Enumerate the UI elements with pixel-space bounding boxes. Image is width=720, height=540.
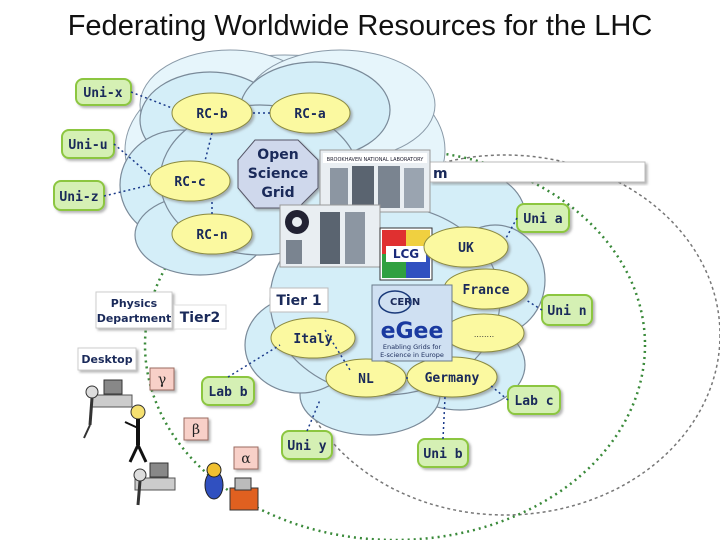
uni-x-label: Uni-x: [83, 86, 122, 101]
outer-ring-right: [289, 154, 720, 516]
node-rc-n-label: RC-n: [196, 228, 227, 243]
physics-label-line1: Physics: [111, 297, 158, 310]
greek-boxes: γ β α: [149, 367, 259, 470]
physics-label-line2: Department: [97, 312, 172, 325]
user-cartoon-bottom: [133, 462, 176, 506]
node-france-label: France: [463, 283, 510, 298]
fermilab-server-image: [279, 204, 381, 268]
tier1-nodes: UK France Italy NL Germany ........: [270, 226, 529, 398]
gamma-box[interactable]: [149, 367, 175, 391]
uni-u-label: Uni-u: [68, 138, 107, 153]
outer-ring-green: [143, 148, 647, 540]
left-uni-boxes: Uni-x Uni-u Uni-z: [53, 78, 132, 211]
uni-n-label: Uni n: [547, 304, 586, 319]
user-cartoon-middle: [124, 404, 148, 463]
brookhaven-server-image: BROOKHAVEN NATIONAL LABORATORY: [319, 149, 431, 213]
node-nl-label: NL: [358, 372, 374, 387]
cern-egee-panel[interactable]: CERN eGee Enabling Grids for E-science i…: [371, 284, 453, 362]
partial-box-label: m: [433, 166, 448, 182]
egee-tagline-2: E-science in Europe: [380, 351, 444, 359]
user-cartoon-penguin: [204, 462, 259, 511]
alpha-label: α: [241, 451, 251, 467]
lcg-logo[interactable]: LCG: [379, 227, 433, 281]
page-title: Federating Worldwide Resources for the L…: [67, 10, 653, 42]
outer-nodes: Uni a Uni n Lab c Uni b Uni y Lab b: [201, 203, 593, 468]
egee-tagline-1: Enabling Grids for: [383, 343, 442, 351]
egee-logo-label: eGee: [381, 319, 444, 344]
uni-z-label: Uni-z: [59, 190, 98, 205]
node-uk-label: UK: [458, 241, 474, 256]
tier1-label-box: [269, 287, 329, 313]
node-italy[interactable]: [270, 317, 356, 359]
osg-label-line1: Open: [257, 147, 298, 163]
node-uk[interactable]: [423, 226, 509, 268]
lcg-label: LCG: [393, 247, 419, 261]
uni-a-label: Uni a: [523, 212, 562, 227]
physics-department-box[interactable]: [95, 291, 173, 329]
uni-y-label: Uni y: [287, 439, 326, 454]
lab-b-label: Lab b: [208, 385, 247, 400]
uni-b-label: Uni b: [423, 447, 462, 462]
node-unnamed-label: ........: [474, 330, 494, 339]
osg-label-line3: Grid: [261, 185, 294, 201]
alpha-box[interactable]: [233, 446, 259, 470]
tier2-label-box: [173, 304, 227, 330]
tier2-label: Tier2: [180, 310, 221, 326]
connection-lines: [103, 91, 543, 440]
cern-label: CERN: [390, 297, 420, 308]
node-rc-b-label: RC-b: [196, 107, 227, 122]
node-rc-c[interactable]: [149, 160, 231, 202]
osg-nodes: RC-b RC-a RC-c RC-n: [149, 92, 351, 255]
desktop-box[interactable]: [77, 347, 137, 371]
tier2-group: Physics Department Tier2 Desktop: [77, 291, 227, 371]
node-rc-a-label: RC-a: [294, 107, 325, 122]
osg-label-line2: Science: [248, 166, 308, 182]
gamma-label: γ: [158, 372, 166, 388]
node-italy-label: Italy: [293, 332, 332, 347]
user-cartoon-top: [83, 379, 133, 439]
beta-box[interactable]: [183, 417, 209, 441]
tier1-label: Tier 1: [276, 293, 321, 309]
brookhaven-label: BROOKHAVEN NATIONAL LABORATORY: [327, 157, 425, 163]
node-rc-c-label: RC-c: [174, 175, 205, 190]
lab-c-label: Lab c: [514, 394, 553, 409]
desktop-label: Desktop: [81, 353, 132, 366]
node-germany-label: Germany: [425, 371, 480, 386]
beta-label: β: [192, 422, 200, 438]
partial-box[interactable]: [429, 161, 646, 183]
